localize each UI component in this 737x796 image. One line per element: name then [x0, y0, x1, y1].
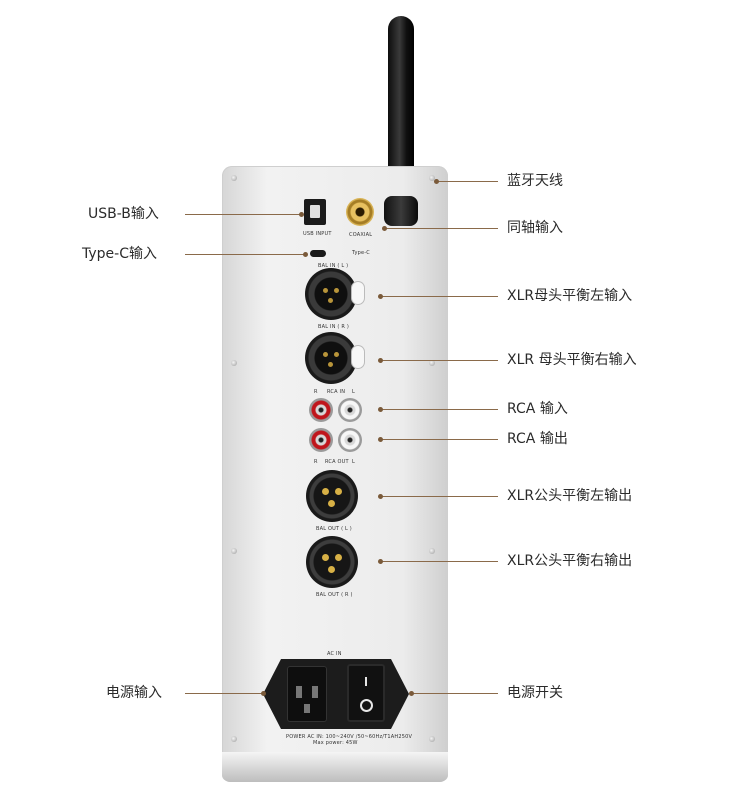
leader-dot: [303, 252, 308, 257]
xlr-pin: [323, 352, 328, 357]
leader-line: [411, 693, 498, 694]
panel-bottom-bevel: [222, 752, 448, 782]
switch-on-icon: [365, 677, 367, 686]
xlr-female-right-port[interactable]: [305, 332, 357, 384]
label-usb-b-input: USB-B输入: [88, 206, 159, 222]
leader-line: [185, 254, 305, 255]
socket-pin: [312, 686, 318, 698]
xlr-male-left-port[interactable]: [306, 470, 358, 522]
screw-icon: [231, 548, 237, 554]
label-type-c-input: Type-C输入: [82, 246, 157, 262]
type-c-label: Type-C: [352, 250, 370, 256]
label-xlr-female-right: XLR 母头平衡右输入: [507, 352, 637, 368]
leader-line: [380, 409, 498, 410]
power-spec-label: POWER AC IN: 100~240V /50~60Hz/T1AH250V: [286, 734, 413, 740]
bal-out-r-label: BAL OUT ( R ): [316, 592, 353, 598]
xlr-pin: [328, 362, 333, 367]
leader-line: [380, 439, 498, 440]
usb-b-socket: [310, 205, 320, 218]
label-rca-output: RCA 输出: [507, 431, 568, 447]
xlr-pin: [328, 500, 335, 507]
bal-in-r-label: BAL IN ( R ): [318, 324, 349, 330]
power-module-housing: [263, 659, 409, 729]
ac-in-label: AC IN: [327, 651, 342, 657]
rca-in-label: RCA IN: [327, 389, 346, 395]
coaxial-label: COAXIAL: [349, 232, 373, 238]
type-c-port[interactable]: [310, 250, 326, 257]
antenna-base: [384, 196, 418, 226]
xlr-female-left-port[interactable]: [305, 268, 357, 320]
leader-line: [380, 561, 498, 562]
screw-icon: [429, 548, 435, 554]
leader-line: [380, 360, 498, 361]
leader-line: [380, 296, 498, 297]
screw-icon: [429, 360, 435, 366]
screw-icon: [231, 736, 237, 742]
rca-in-r-label: R: [314, 389, 318, 395]
leader-dot: [378, 437, 383, 442]
leader-line: [185, 214, 301, 215]
xlr-latch[interactable]: [352, 346, 364, 368]
leader-dot: [378, 407, 383, 412]
screw-icon: [231, 360, 237, 366]
rca-out-right-port[interactable]: [309, 428, 333, 452]
bal-out-l-label: BAL OUT ( L ): [316, 526, 352, 532]
rca-out-l-label: L: [352, 459, 355, 465]
screw-icon: [231, 175, 237, 181]
xlr-male-right-port[interactable]: [306, 536, 358, 588]
rca-out-r-label: R: [314, 459, 318, 465]
xlr-pin: [328, 298, 333, 303]
bal-in-l-label: BAL IN ( L ): [318, 263, 349, 269]
rca-in-right-port[interactable]: [309, 398, 333, 422]
xlr-pin: [322, 488, 329, 495]
screw-icon: [429, 736, 435, 742]
leader-dot: [261, 691, 266, 696]
rca-out-left-port[interactable]: [338, 428, 362, 452]
usb-b-port[interactable]: [304, 199, 326, 225]
label-rca-input: RCA 输入: [507, 401, 568, 417]
socket-pin: [304, 704, 310, 713]
xlr-latch[interactable]: [352, 282, 364, 304]
leader-dot: [378, 559, 383, 564]
label-coaxial-input: 同轴输入: [507, 220, 563, 236]
xlr-pin: [328, 566, 335, 573]
coaxial-port[interactable]: [346, 198, 374, 226]
label-xlr-male-left: XLR公头平衡左输出: [507, 488, 633, 504]
usb-input-label: USB INPUT: [303, 231, 332, 237]
rca-in-l-label: L: [352, 389, 355, 395]
power-input-socket[interactable]: [287, 666, 327, 722]
xlr-pin: [334, 352, 339, 357]
label-power-switch: 电源开关: [507, 685, 563, 701]
xlr-pin: [335, 554, 342, 561]
leader-line: [185, 693, 263, 694]
power-switch[interactable]: [347, 664, 385, 722]
label-power-input: 电源输入: [106, 685, 162, 701]
leader-dot: [409, 691, 414, 696]
xlr-pin: [335, 488, 342, 495]
label-bluetooth-antenna: 蓝牙天线: [507, 173, 563, 189]
leader-dot: [382, 226, 387, 231]
rca-out-label: RCA OUT: [325, 459, 349, 465]
xlr-pin: [334, 288, 339, 293]
leader-line: [436, 181, 498, 182]
switch-off-icon: [360, 699, 373, 712]
label-xlr-male-right: XLR公头平衡右输出: [507, 553, 633, 569]
leader-dot: [299, 212, 304, 217]
max-power-label: Max power: 45W: [313, 740, 358, 746]
leader-dot: [434, 179, 439, 184]
socket-pin: [296, 686, 302, 698]
leader-line: [380, 496, 498, 497]
xlr-pin: [322, 554, 329, 561]
power-module: [263, 659, 409, 729]
screw-icon: [429, 175, 435, 181]
leader-dot: [378, 494, 383, 499]
leader-dot: [378, 358, 383, 363]
label-xlr-female-left: XLR母头平衡左输入: [507, 288, 633, 304]
leader-dot: [378, 294, 383, 299]
xlr-pin: [323, 288, 328, 293]
rca-in-left-port[interactable]: [338, 398, 362, 422]
leader-line: [384, 228, 498, 229]
